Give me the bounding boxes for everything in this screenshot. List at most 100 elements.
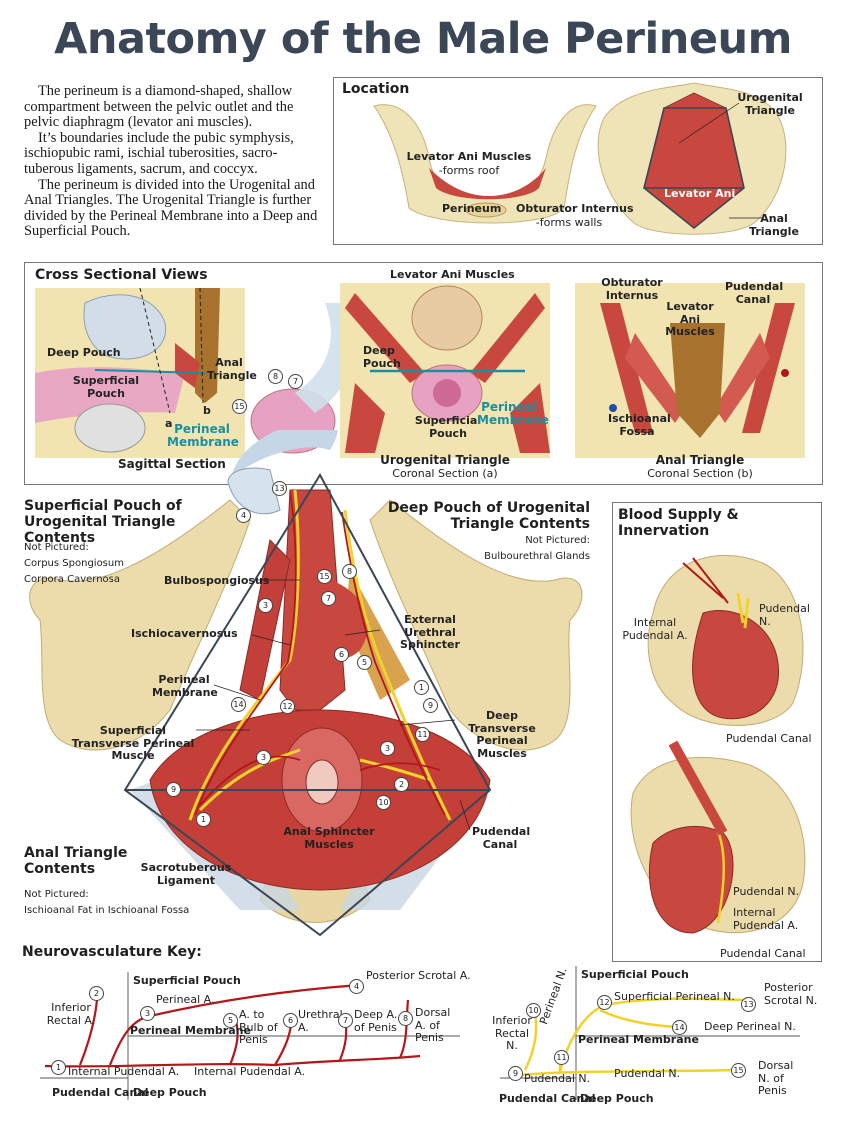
marker-14: 14 [231,697,246,712]
a-marker-label: a [165,417,173,430]
location-heading: Location [342,81,410,97]
key-heading: Neurovasculature Key: [22,944,202,960]
key-marker-8: 8 [398,1011,413,1026]
urogenital-triangle-label: Urogenital Triangle [737,91,803,117]
key-deep-pouch: Deep Pouch [133,1086,207,1099]
anal-coronal-title: Anal Triangle [655,453,745,467]
location-panel: Location Levator Ani Muscles -forms roof… [333,77,823,245]
blood-supply-illustration [630,554,806,934]
forms-roof-label: -forms roof [438,164,500,177]
key-diagrams [40,966,800,1100]
key-urethral-a: Urethral A. [298,1008,343,1034]
sp-not-pictured-2: Corpora Cavernosa [24,574,121,585]
marker-6: 6 [334,647,349,662]
key-posterior-scrotal-a: Posterior Scrotal A. [366,969,471,982]
key-pudendal-n-2: Pudendal N. [614,1067,681,1080]
marker-2: 2 [394,777,409,792]
marker-3a: 3 [258,598,273,613]
key-superficial-perineal-n: Superficial Perineal N. [614,990,735,1003]
key-marker-1: 1 [51,1060,66,1075]
key-marker-3: 3 [140,1006,155,1021]
marker-9a: 9 [423,698,438,713]
deep-pouch-heading: Deep Pouch of Urogenital Triangle Conten… [387,500,590,532]
key-marker-11: 11 [554,1050,569,1065]
forms-walls-label: -forms walls [535,216,603,229]
cross-section-illustration [35,283,805,458]
key-marker-14: 14 [672,1020,687,1035]
pudendal-n-label: Pudendal N. [759,602,810,628]
levator-ani-label: Levator Ani [664,187,736,200]
main-perineum-illustration [29,430,583,937]
location-illustration [373,82,787,235]
key-marker-15: 15 [731,1063,746,1078]
levator-ani-muscles-label: Levator Ani Muscles [390,268,515,281]
marker-8-inset: 8 [268,369,283,384]
key-marker-6: 6 [283,1013,298,1028]
obturator-label: Obturator Internus [516,202,634,215]
key-superficial-pouch: Superficial Pouch [133,974,241,987]
superficial-pouch-label: Superficial Pouch [72,374,140,400]
key-pudendal-n: Pudendal N. [524,1072,591,1085]
urogenital-coronal-sub: Coronal Section (a) [392,467,498,480]
internal-pudendal-a-2-label: Internal Pudendal A. [733,906,799,932]
key-inferior-rectal-n: Inferior Rectal N. [492,1014,532,1052]
levator-label: Levator Ani Muscles [406,150,532,163]
key-inferior-rectal-a: Inferior Rectal A. [46,1001,96,1027]
key-internal-pudendal-a: Internal Pudendal A. [68,1065,180,1078]
key-marker-7: 7 [338,1013,353,1028]
key-nerve-perineal-membrane: Perineal Membrane [578,1033,699,1046]
key-marker-2: 2 [89,986,104,1001]
marker-3c: 3 [380,741,395,756]
marker-9b: 9 [166,782,181,797]
key-marker-12: 12 [597,995,612,1010]
marker-3b: 3 [256,750,271,765]
obturator-internus-label: Obturator Internus [601,276,663,302]
marker-15-inset: 15 [232,399,247,414]
marker-12: 12 [280,699,295,714]
key-posterior-scrotal-n: Posterior Scrotal N. [764,981,818,1007]
cross-heading: Cross Sectional Views [35,267,208,283]
perineal-membrane-coronal-label: Perineal Membrane [477,400,549,427]
pudendal-n-2-label: Pudendal N. [733,885,800,898]
marker-1a: 1 [414,680,429,695]
internal-pudendal-a-label: Internal Pudendal A. [622,616,688,642]
marker-11: 11 [415,727,430,742]
marker-7-inset: 7 [288,374,303,389]
sp-not-pictured: Not Pictured: [24,542,89,553]
marker-8: 8 [342,564,357,579]
anal-sphincter-label: Anal Sphincter Muscles [283,825,375,851]
marker-1b: 1 [196,812,211,827]
key-perineal-membrane: Perineal Membrane [130,1024,251,1037]
deep-pouch-coronal-label: Deep Pouch [363,344,401,370]
page-title: Anatomy of the Male Perineum [54,14,792,64]
marker-5: 5 [357,655,372,670]
marker-13: 13 [272,481,287,496]
key-marker-10: 10 [526,1003,541,1018]
marker-7: 7 [321,591,336,606]
b-marker-label: b [203,404,211,417]
marker-10: 10 [376,795,391,810]
blood-heading: Blood Supply & Innervation [618,507,739,539]
levator-ani-muscles-b-label: Levator Ani Muscles [665,300,715,338]
key-nerve-deep-pouch: Deep Pouch [580,1092,654,1105]
cross-section-panel: Cross Sectional Views Deep Pouch [24,262,823,485]
pudendal-canal-blood-label: Pudendal Canal [726,732,812,745]
intro-paragraph-3: The perineum is divided into the Urogeni… [24,176,318,240]
anal-triangle-label: Anal Triangle [749,212,799,238]
deep-pouch-label: Deep Pouch [47,346,121,359]
key-dorsal-n: Dorsal N. of Penis [758,1059,794,1097]
at-not-pictured-1: Ischioanal Fat in Ischioanal Fossa [24,905,190,916]
key-nerve-pudendal-canal: Pudendal Canal [499,1092,596,1105]
key-bulb-penis: A. to Bulb of Penis [239,1008,278,1046]
key-nerve-superficial-pouch: Superficial Pouch [581,968,689,981]
sp-not-pictured-1: Corpus Spongiosum [24,558,124,569]
deep-transverse-label: Deep Transverse Perineal Muscles [468,709,536,760]
key-marker-13: 13 [741,997,756,1012]
key-marker-9: 9 [508,1066,523,1081]
key-internal-pudendal-a-2: Internal Pudendal A. [194,1065,306,1078]
ischiocavernosus-label: Ischiocavernosus [131,627,238,640]
anal-triangle-heading: Anal Triangle Contents [24,845,128,877]
key-marker-5: 5 [223,1013,238,1028]
marker-4: 4 [236,508,251,523]
sagittal-section-label: Sagittal Section [118,457,226,471]
